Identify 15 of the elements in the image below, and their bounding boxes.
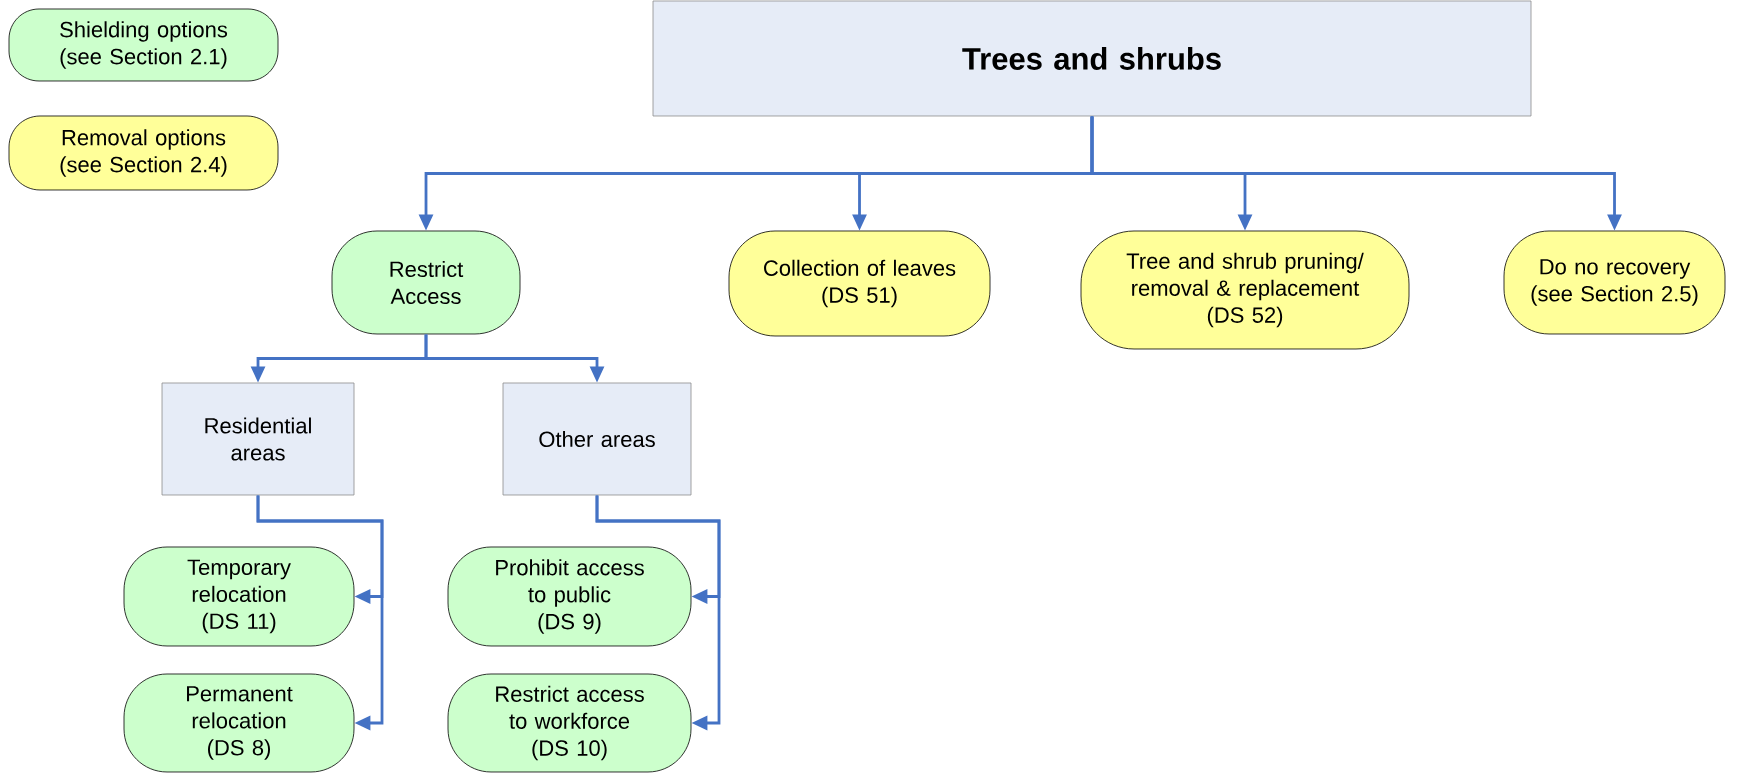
option-pill: Do no recovery (see Section 2.5) [1503,230,1726,335]
title-box: Trees and shrubs [652,0,1532,117]
option-pill: Collection of leaves (DS 51) [728,230,991,337]
option-pill: Prohibit access to public (DS 9) [447,546,692,647]
category-box: Residential areas [161,382,355,496]
option-pill: Shielding options (see Section 2.1) [8,8,279,82]
option-pill: Tree and shrub pruning/ removal & replacement (DS 52) [1080,230,1410,350]
option-pill: Removal options (see Section 2.4) [8,115,279,191]
option-pill: Restrict Access [331,230,521,335]
option-pill: Restrict access to workforce (DS 10) [447,673,692,773]
category-box: Other areas [502,382,692,496]
connector-arrow [595,495,721,731]
option-pill: Temporary relocation (DS 11) [123,546,355,647]
option-pill: Permanent relocation (DS 8) [123,673,355,773]
connector-arrow [256,495,384,731]
